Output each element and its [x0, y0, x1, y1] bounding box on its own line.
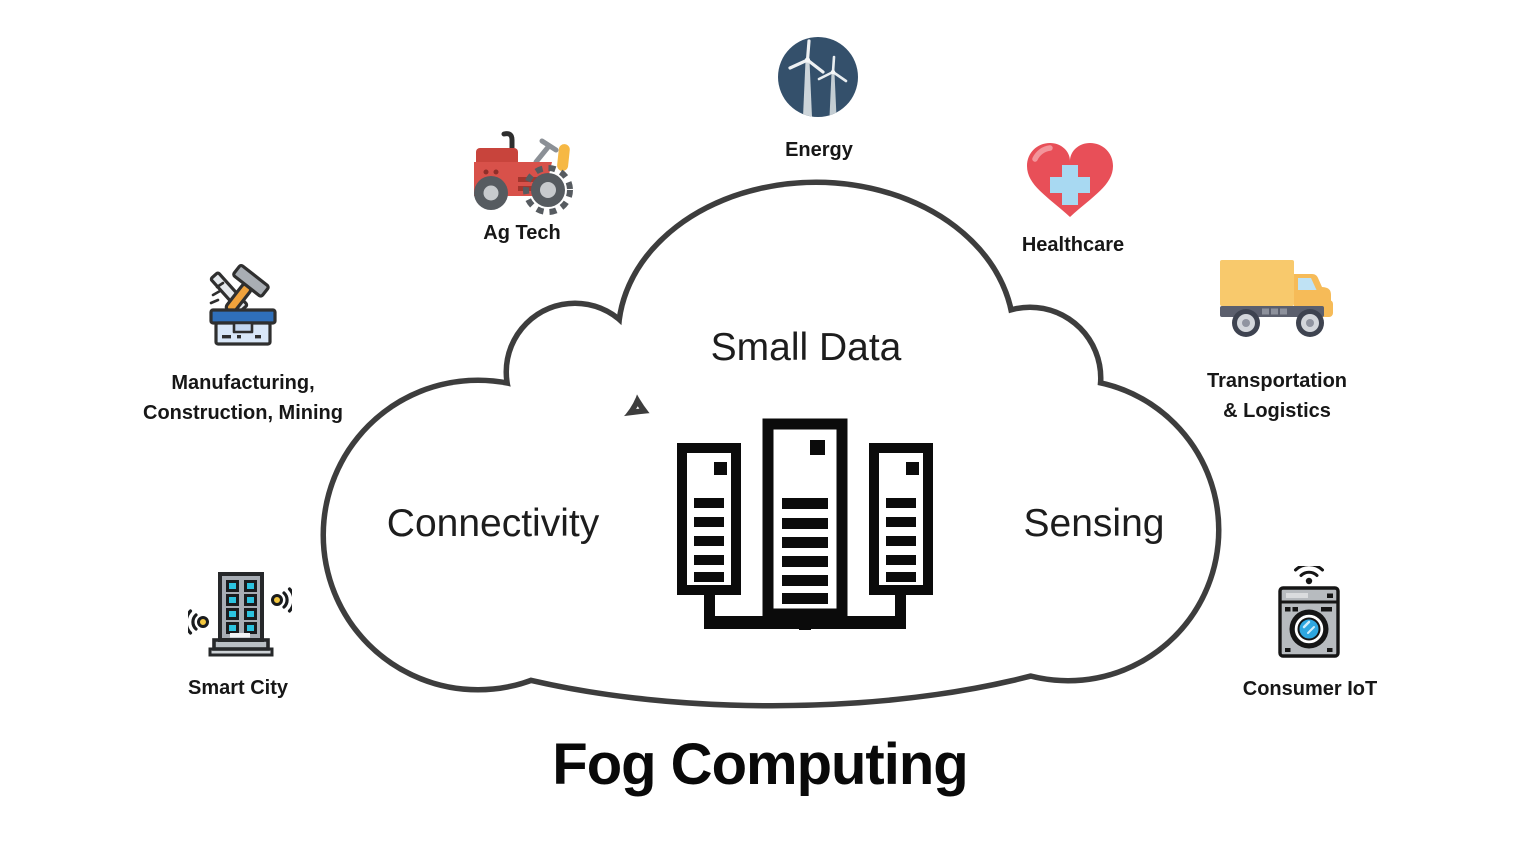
cloud-label-small-data: Small Data — [710, 326, 902, 369]
sector-label-ag-tech: Ag Tech — [483, 222, 561, 244]
sector-label-energy: Energy — [785, 139, 853, 161]
tractor-icon — [474, 131, 573, 215]
smart-washer-icon — [1278, 566, 1340, 658]
sector-label-manufacturing: Manufacturing, Construction, Mining — [143, 372, 343, 424]
toolbox-icon — [209, 264, 277, 346]
smart-building-icon — [188, 572, 292, 657]
wind-turbine-icon — [778, 37, 858, 117]
heart-medical-cross-icon — [1027, 143, 1113, 217]
page-title: Fog Computing — [552, 732, 968, 797]
truck-icon — [1220, 260, 1333, 337]
sector-label-transportation: Transportation & Logistics — [1206, 370, 1348, 422]
cloud-label-connectivity: Connectivity — [386, 502, 600, 545]
server-cluster-icon — [677, 418, 933, 630]
sector-label-healthcare: Healthcare — [1021, 234, 1125, 256]
sector-label-smart-city: Smart City — [187, 677, 289, 699]
sector-label-consumer-iot: Consumer IoT — [1242, 678, 1378, 700]
cloud-label-sensing: Sensing — [1023, 502, 1165, 545]
